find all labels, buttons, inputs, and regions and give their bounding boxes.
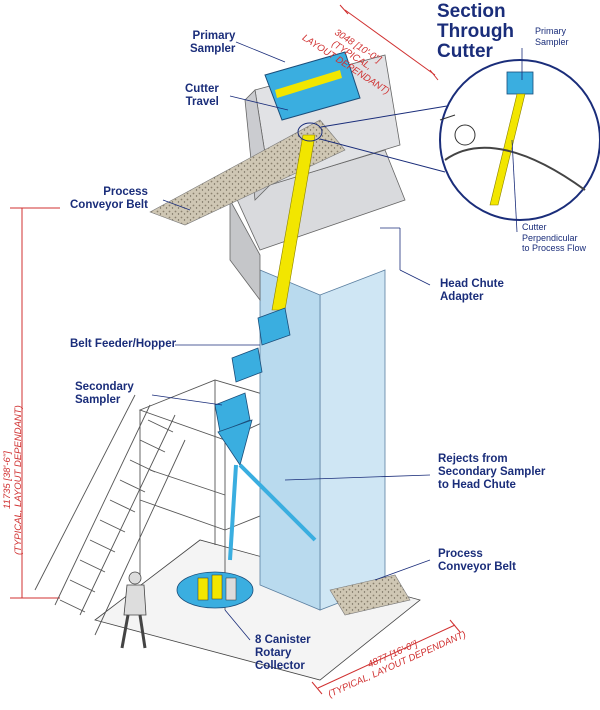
leader-lines <box>151 41 523 641</box>
ground-platform <box>94 539 421 681</box>
top-conveyor <box>149 119 346 226</box>
belt-feeder <box>231 307 291 383</box>
dimension-left: 11735 [38'-6"] (TYPICAL, LAYOUT DEPENDAN… <box>2 405 24 555</box>
person-figure <box>120 571 147 649</box>
sample-tower <box>229 54 406 611</box>
label-belt-feeder: Belt Feeder/Hopper <box>70 338 177 350</box>
label-inset-cutter: Cutter Perpendicular to Process Flow <box>522 222 587 253</box>
inset-callout <box>297 105 448 173</box>
label-canister: 8 Canister Rotary Collector <box>255 634 311 672</box>
label-head-chute: Head Chute Adapter <box>440 278 504 303</box>
label-rejects: Rejects from Secondary Sampler to Head C… <box>438 453 546 491</box>
bottom-dimension-line <box>311 619 461 695</box>
top-dimension-line <box>339 4 439 81</box>
primary-sampler-box <box>264 51 361 121</box>
label-cutter-travel: Cutter Travel <box>185 83 219 108</box>
label-inset-primary: Primary Sampler <box>535 26 569 47</box>
rotary-collector <box>176 571 254 609</box>
section-title: Section Through Cutter <box>437 1 515 62</box>
label-process-belt-bottom: Process Conveyor Belt <box>438 548 516 573</box>
left-dimension-line <box>10 207 60 599</box>
label-primary-sampler: Primary Sampler <box>190 30 236 55</box>
label-process-belt-top: Process Conveyor Belt <box>70 186 148 211</box>
secondary-sampler <box>214 392 253 466</box>
pipes <box>228 463 317 561</box>
label-secondary-sampler: Secondary Sampler <box>75 381 134 406</box>
section-inset <box>439 59 600 221</box>
bottom-conveyor <box>329 574 411 616</box>
